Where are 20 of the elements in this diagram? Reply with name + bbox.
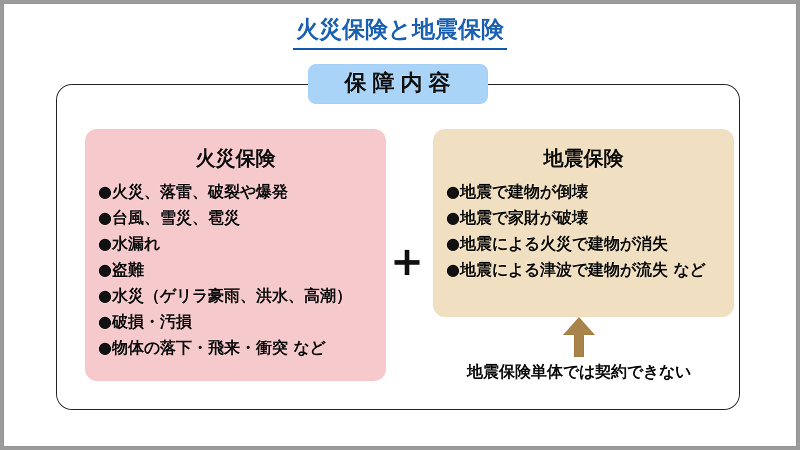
list-item: ●地震で建物が倒壊 bbox=[446, 181, 589, 203]
box-heading: 火災保険 bbox=[194, 145, 276, 171]
list-item: ●水災（ゲリラ豪雨、洪水、高潮） bbox=[98, 285, 353, 307]
list-item: ●破損・汚損 bbox=[98, 311, 193, 333]
box-heading: 地震保険 bbox=[542, 145, 624, 171]
info-box bbox=[85, 129, 386, 381]
list-item: ●盗難 bbox=[98, 259, 145, 281]
note-text: 地震保険単体では契約できない bbox=[429, 357, 729, 387]
list-item: ●地震で家財が破壊 bbox=[446, 207, 589, 229]
arrow bbox=[563, 317, 595, 357]
list-item: ●水漏れ bbox=[98, 233, 161, 255]
info-box bbox=[433, 129, 734, 317]
title: 火災保険と地震保険 bbox=[293, 16, 507, 50]
list-item: ●台風、雪災、雹災 bbox=[98, 207, 241, 229]
list-item: ●地震による津波で建物が流失 など bbox=[446, 259, 707, 281]
plus-sign: + bbox=[390, 242, 424, 282]
list-item: ●地震による火災で建物が消失 bbox=[446, 233, 669, 255]
list-item: ●火災、落雷、破裂や爆発 bbox=[98, 181, 289, 203]
list-item: ●物体の落下・飛来・衝突 など bbox=[98, 337, 327, 359]
heading-tab: 保障内容 bbox=[308, 64, 488, 104]
